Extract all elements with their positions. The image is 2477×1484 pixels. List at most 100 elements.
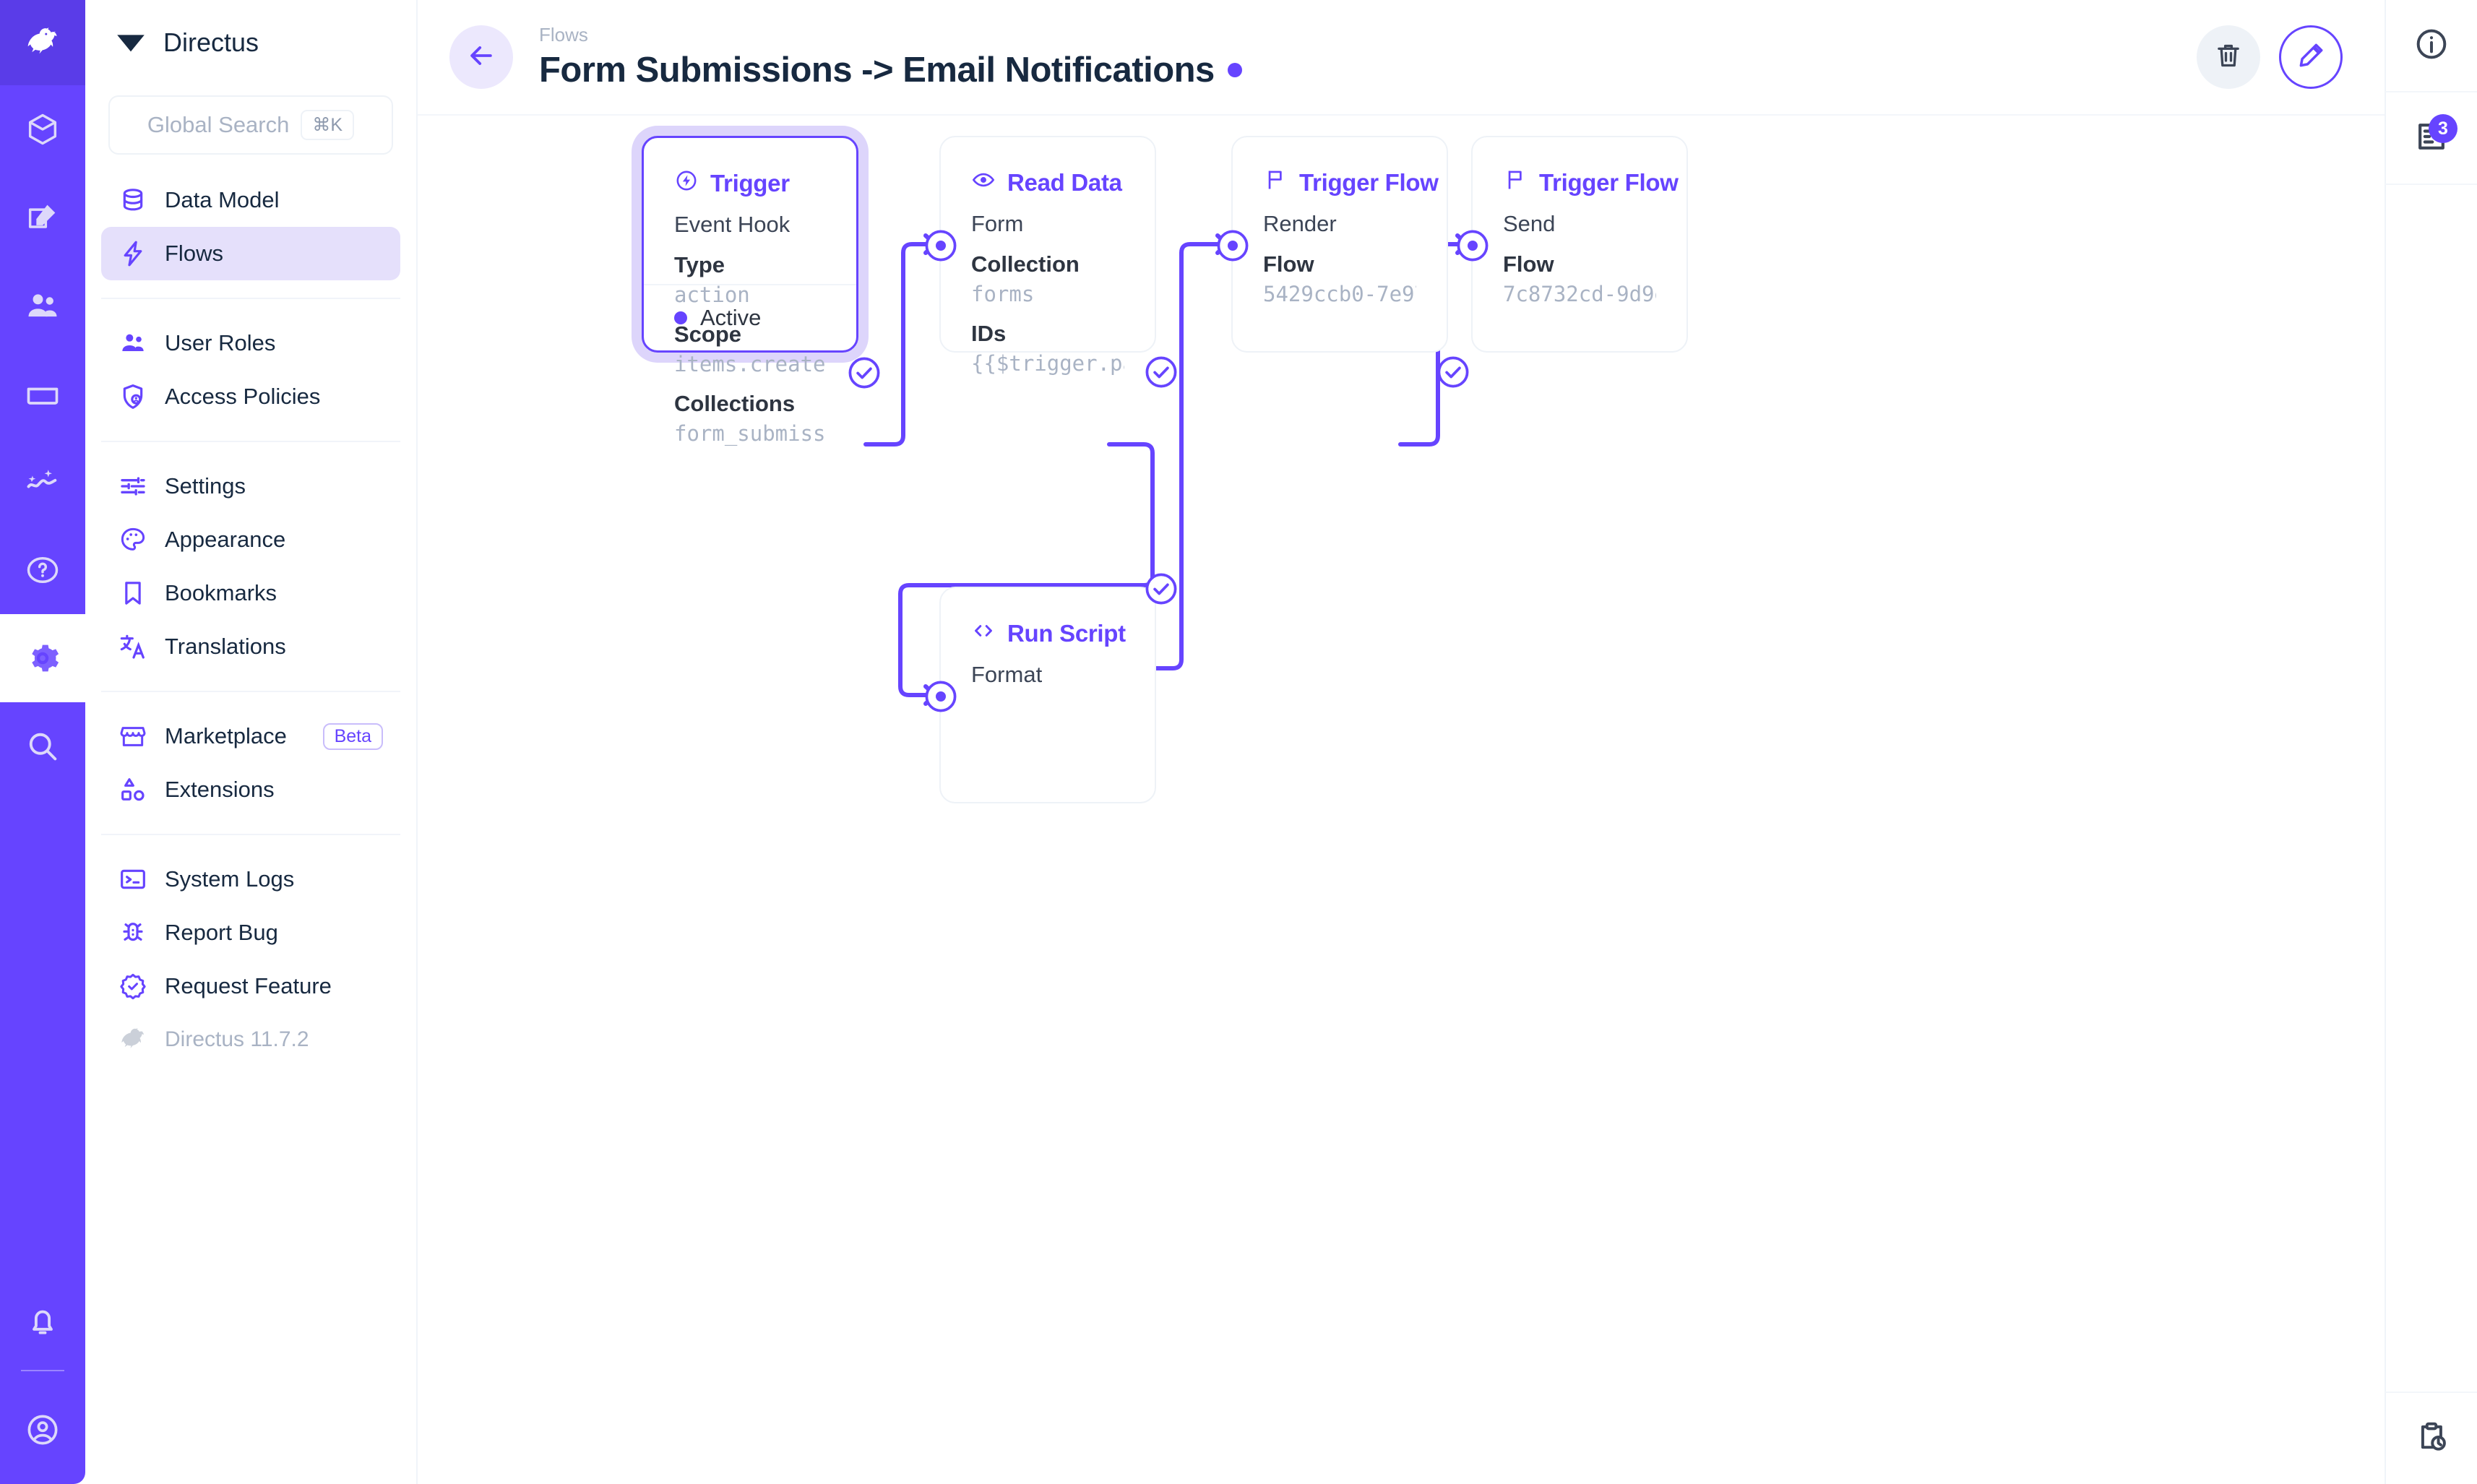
sparkle-wave-icon xyxy=(24,463,61,501)
module-rail xyxy=(0,0,85,1484)
node-title-label: Read Data xyxy=(1007,169,1122,196)
module-user-directory[interactable] xyxy=(0,262,85,350)
sliders-icon xyxy=(119,472,147,501)
sidebar-item-data-model[interactable]: Data Model xyxy=(101,173,400,227)
badge-check-icon xyxy=(119,972,147,1001)
sidebar-item-marketplace[interactable]: Marketplace Beta xyxy=(101,709,400,763)
flag-icon xyxy=(1503,168,1528,198)
node-title: Trigger xyxy=(644,138,856,199)
sidebar-item-label: Access Policies xyxy=(165,384,321,409)
module-editor[interactable] xyxy=(0,173,85,262)
module-insights[interactable] xyxy=(0,438,85,526)
node-status-footer: Active xyxy=(644,284,856,350)
sidebar-item-appearance[interactable]: Appearance xyxy=(101,513,400,566)
node-operation-name: Event Hook xyxy=(674,212,791,237)
global-search-input[interactable]: Global Search ⌘K xyxy=(108,95,393,155)
handle-input-run-script[interactable] xyxy=(921,676,961,717)
module-content[interactable] xyxy=(0,85,85,173)
flow-canvas[interactable]: Trigger Event Hook Type action Scope ite… xyxy=(418,116,2477,1484)
lightning-bolt-icon xyxy=(119,239,147,268)
field-label: Collections xyxy=(674,391,796,416)
delete-button[interactable] xyxy=(2197,25,2260,89)
account-button[interactable] xyxy=(0,1376,85,1484)
nav-group-data: Data Model Flows xyxy=(85,173,416,280)
field-value: {{$trigger.payload.form}} xyxy=(971,351,1124,376)
header-actions xyxy=(2197,25,2477,89)
page-title: Form Submissions -> Email Notifications xyxy=(539,50,1215,90)
flow-node-run-script[interactable]: Run Script Format xyxy=(925,573,1177,803)
sidebar-item-flows[interactable]: Flows xyxy=(101,227,400,280)
brand-row: Directus xyxy=(85,0,416,85)
module-settings[interactable] xyxy=(0,614,85,702)
folder-icon xyxy=(24,375,61,413)
sidebar-item-settings[interactable]: Settings xyxy=(101,460,400,513)
info-button[interactable] xyxy=(2385,0,2477,92)
clipboard-clock-icon xyxy=(2413,1419,2450,1459)
breadcrumb[interactable]: Flows xyxy=(539,24,588,46)
sidebar-item-report-bug[interactable]: Report Bug xyxy=(101,906,400,959)
sidebar-item-label: Appearance xyxy=(165,527,286,552)
terminal-icon xyxy=(119,865,147,894)
module-search[interactable] xyxy=(0,702,85,790)
field-value: items.create xyxy=(674,352,826,376)
sidebar-item-bookmarks[interactable]: Bookmarks xyxy=(101,566,400,620)
node-body: Format xyxy=(941,649,1155,688)
flow-node-trigger[interactable]: Trigger Event Hook Type action Scope ite… xyxy=(642,136,880,446)
flow-logs-button[interactable]: 3 xyxy=(2385,92,2477,185)
handle-resolve-trigger-flow-render[interactable] xyxy=(1433,352,1473,392)
sidebar-item-label: Report Bug xyxy=(165,920,278,945)
box-icon xyxy=(24,111,61,148)
node-body: Render Flow 5429ccb0-7e97-4ef5-9d65-2b… xyxy=(1233,198,1447,306)
activity-log-button[interactable] xyxy=(2385,1392,2477,1484)
sidebar-item-label: Request Feature xyxy=(165,973,332,998)
translate-icon xyxy=(119,632,147,661)
users-icon xyxy=(24,287,61,324)
nav-divider xyxy=(101,834,400,835)
flow-node-read-data[interactable]: Read Data Form Collection forms IDs {{$t… xyxy=(925,136,1177,388)
handle-resolve-run-script[interactable] xyxy=(1141,569,1181,609)
bookmark-icon xyxy=(119,579,147,608)
sidebar-item-label: Translations xyxy=(165,634,286,659)
back-button[interactable] xyxy=(449,25,513,89)
sidebar-item-label: Marketplace xyxy=(165,723,287,749)
flow-node-trigger-flow-send[interactable]: Trigger Flow Send Flow 7c8732cd-9d9e-44b… xyxy=(1457,136,1688,353)
handle-input-read-data[interactable] xyxy=(921,225,961,266)
trash-icon xyxy=(2213,40,2244,74)
sidebar-item-user-roles[interactable]: User Roles xyxy=(101,316,400,370)
handle-input-trigger-flow-send[interactable] xyxy=(1452,225,1493,266)
notifications-button[interactable] xyxy=(0,1277,85,1366)
shapes-icon xyxy=(119,775,147,804)
directus-logo-button[interactable] xyxy=(0,0,85,85)
module-help[interactable] xyxy=(0,526,85,614)
node-operation-name: Form xyxy=(971,211,1024,236)
handle-resolve-trigger[interactable] xyxy=(844,353,884,393)
handle-resolve-read-data[interactable] xyxy=(1141,352,1181,392)
shield-user-icon xyxy=(119,382,147,411)
status-dot-icon xyxy=(674,311,687,324)
field-label: Scope xyxy=(674,322,742,347)
flow-node-trigger-flow-render[interactable]: Trigger Flow Render Flow 5429ccb0-7e97-4… xyxy=(1217,136,1469,388)
search-wrap: Global Search ⌘K xyxy=(85,85,416,155)
nav-divider xyxy=(101,298,400,299)
sidebar-item-access-policies[interactable]: Access Policies xyxy=(101,370,400,423)
handle-input-trigger-flow-render[interactable] xyxy=(1212,225,1253,266)
node-body: Event Hook Type action Scope items.creat… xyxy=(644,199,856,446)
main-area: Flows Form Submissions -> Email Notifica… xyxy=(418,0,2477,1484)
edit-button[interactable] xyxy=(2279,25,2343,89)
eye-icon xyxy=(971,168,996,198)
sidebar-item-translations[interactable]: Translations xyxy=(101,620,400,673)
field-label: Flow xyxy=(1263,251,1314,277)
node-body: Send Flow 7c8732cd-9d9e-44be xyxy=(1473,198,1686,306)
field-value: 7c8732cd-9d9e-44be xyxy=(1503,282,1656,306)
sidebar-item-extensions[interactable]: Extensions xyxy=(101,763,400,816)
sidebar-item-system-logs[interactable]: System Logs xyxy=(101,853,400,906)
module-file-library[interactable] xyxy=(0,350,85,438)
sidebar-item-label: Extensions xyxy=(165,777,275,802)
field-label: Flow xyxy=(1503,251,1554,277)
sidebar-item-label: User Roles xyxy=(165,330,276,355)
search-shortcut-kbd: ⌘K xyxy=(301,110,355,140)
database-icon xyxy=(119,186,147,215)
title-block: Flows Form Submissions -> Email Notifica… xyxy=(539,24,1242,90)
sidebar-item-request-feature[interactable]: Request Feature xyxy=(101,959,400,1013)
flag-icon xyxy=(1263,168,1288,198)
